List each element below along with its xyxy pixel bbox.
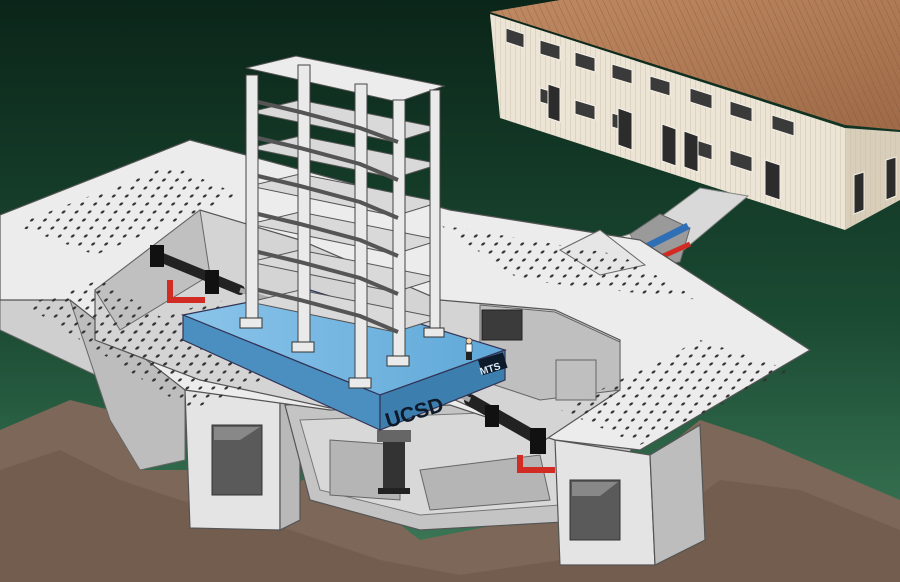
- anchor-holes-upper-right: [440, 225, 700, 300]
- anchor-holes-left: [15, 165, 240, 255]
- anchor-holes-right: [560, 340, 790, 445]
- roof-slab: [245, 55, 446, 103]
- warehouse-building: [490, 0, 900, 230]
- column-base-plates: [239, 317, 445, 389]
- beams: [257, 100, 399, 334]
- shake-table-side: [379, 349, 506, 431]
- test-building-frame: [239, 55, 446, 389]
- warehouse-doors: [547, 83, 897, 215]
- shake-table: UCSD MTS: [180, 289, 508, 433]
- actuator-vertical: [377, 430, 411, 494]
- columns: [245, 64, 441, 385]
- person-figure: [465, 337, 473, 360]
- actuator-right: [443, 385, 555, 473]
